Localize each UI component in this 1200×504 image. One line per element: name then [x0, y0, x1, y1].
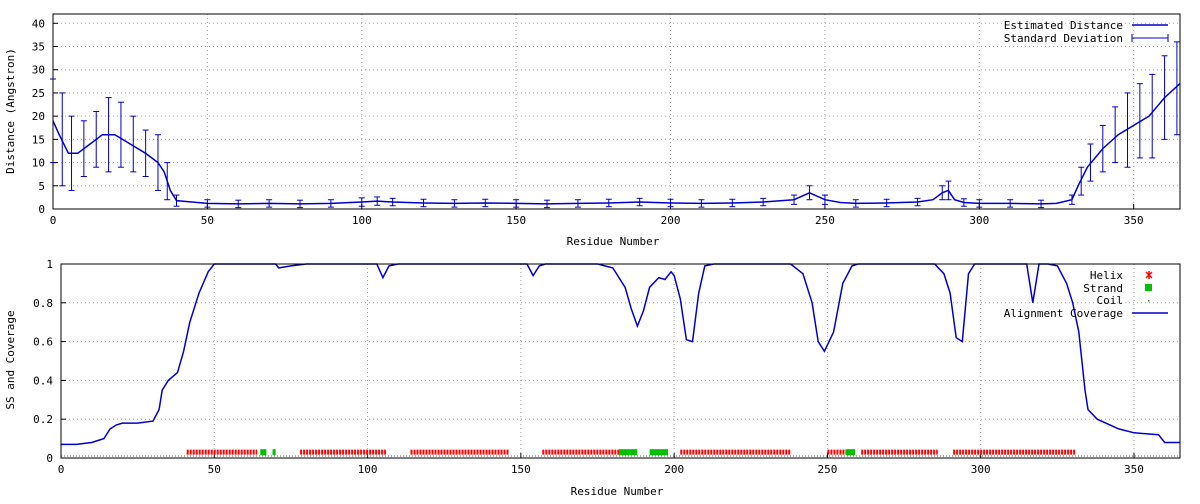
- distance-x-tick-label: 250: [815, 214, 835, 227]
- coverage-y-tick-label: 0.2: [33, 413, 53, 426]
- distance-x-tick-label: 0: [50, 214, 57, 227]
- legend-estimated-distance-label: Estimated Distance: [1004, 19, 1123, 32]
- coverage-legend: Helix Strand Coil Alignment Coverage: [1004, 269, 1168, 320]
- coverage-y-tick-label: 0.4: [33, 374, 53, 387]
- distance-y-tick-label: 15: [32, 133, 45, 146]
- strand-segment: [272, 449, 276, 456]
- coverage-plot-frame: [60, 263, 1181, 459]
- distance-x-axis-label: Residue Number: [567, 235, 660, 248]
- coverage-x-tick-label: 200: [664, 463, 684, 476]
- distance-x-tick-label: 150: [506, 214, 526, 227]
- distance-y-tick-label: 5: [38, 180, 45, 193]
- distance-legend: Estimated Distance Standard Deviation: [1004, 19, 1169, 45]
- distance-ticks: 0 50 100 150 200 250 300 350 0 5 10 15 20 25 30 35 40: [32, 17, 1144, 227]
- coverage-x-tick-label: 150: [511, 463, 531, 476]
- legend-strand-swatch: [1145, 284, 1152, 291]
- coverage-y-tick-label: 1: [46, 258, 53, 271]
- distance-y-tick-label: 20: [32, 110, 45, 123]
- distance-y-tick-label: 40: [32, 17, 45, 30]
- coverage-x-axis-label: Residue Number: [571, 485, 664, 498]
- coverage-y-axis-label: SS and Coverage: [4, 310, 17, 409]
- alignment-coverage-line: [61, 263, 1180, 446]
- coverage-grid: [61, 264, 1180, 458]
- legend-alignment-coverage-label: Alignment Coverage: [1004, 307, 1123, 320]
- distance-y-tick-label: 35: [32, 41, 45, 54]
- distance-plot-frame: [52, 13, 1181, 210]
- distance-panel: 0 50 100 150 200 250 300 350 0 5 10 15 20 25 30 35 40 Di…: [4, 13, 1181, 248]
- distance-x-tick-label: 300: [969, 214, 989, 227]
- legend-helix-swatch: [1145, 271, 1153, 279]
- strand-segment: [845, 449, 856, 456]
- strand-segment: [618, 449, 638, 456]
- distance-grid: [53, 14, 1180, 209]
- legend-coil-swatch: [1148, 300, 1150, 302]
- distance-series: [50, 41, 1181, 209]
- distance-x-tick-label: 50: [201, 214, 214, 227]
- distance-y-tick-label: 30: [32, 64, 45, 77]
- legend-strand-label: Strand: [1083, 282, 1123, 295]
- distance-x-tick-label: 200: [661, 214, 681, 227]
- standard-deviation-errorbars: [50, 41, 1180, 209]
- coverage-x-tick-label: 250: [818, 463, 838, 476]
- legend-helix-label: Helix: [1090, 269, 1123, 282]
- legend-standard-deviation-swatch: [1131, 34, 1169, 42]
- coverage-x-tick-label: 100: [358, 463, 378, 476]
- coverage-y-tick-label: 0.6: [33, 336, 53, 349]
- coverage-panel: 0 50 100 150 200 250 300 350 0 0.2 0.4 0.6 0.8 1 SS a…: [4, 258, 1181, 498]
- coverage-x-tick-label: 300: [971, 463, 991, 476]
- legend-standard-deviation-label: Standard Deviation: [1004, 32, 1123, 45]
- distance-y-tick-label: 25: [32, 87, 45, 100]
- distance-y-axis-label: Distance (Angstron): [4, 48, 17, 174]
- coverage-y-tick-label: 0.8: [33, 297, 53, 310]
- strand-segment: [649, 449, 669, 456]
- distance-y-tick-label: 10: [32, 157, 45, 170]
- coverage-x-tick-label: 350: [1124, 463, 1144, 476]
- distance-x-tick-label: 100: [352, 214, 372, 227]
- legend-coil-label: Coil: [1097, 294, 1124, 307]
- strand-segment: [260, 449, 267, 456]
- distance-y-tick-label: 0: [38, 203, 45, 216]
- coverage-x-tick-label: 50: [208, 463, 221, 476]
- coverage-series: [61, 263, 1180, 457]
- coverage-x-tick-label: 0: [58, 463, 65, 476]
- distance-x-tick-label: 350: [1124, 214, 1144, 227]
- estimated-distance-line: [52, 83, 1181, 205]
- coverage-y-tick-label: 0: [46, 452, 53, 465]
